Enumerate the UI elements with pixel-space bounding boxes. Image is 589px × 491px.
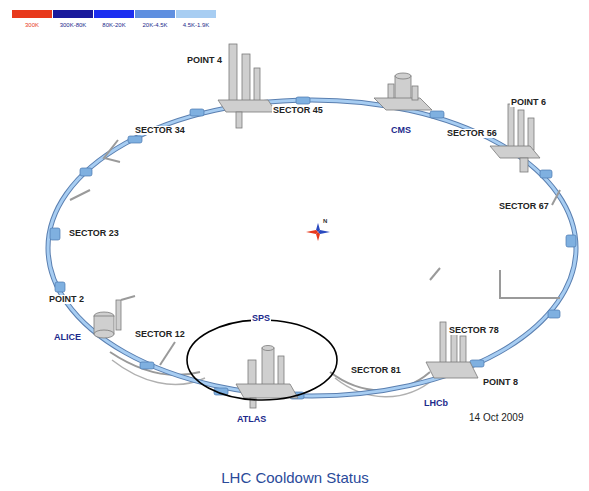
point-label: POINT 6 <box>510 98 547 107</box>
experiment-label: ATLAS <box>236 415 267 424</box>
compass-rose <box>306 223 330 241</box>
sector-label: SECTOR 78 <box>448 326 500 335</box>
point-label: POINT 4 <box>186 56 223 65</box>
date-label: 14 Oct 2009 <box>468 413 524 423</box>
compass-letter: N <box>322 218 328 224</box>
legend-swatch <box>176 10 216 18</box>
point-label: POINT 8 <box>482 378 519 387</box>
point-label: POINT 2 <box>48 295 85 304</box>
lhc-ring <box>48 100 576 396</box>
legend-swatch <box>94 10 134 18</box>
legend-swatch <box>135 10 175 18</box>
legend-text: 80K-20K <box>102 22 125 28</box>
point-structure <box>94 296 135 338</box>
sector-label: SECTOR 81 <box>350 366 402 375</box>
caption: LHC Cooldown Status <box>221 470 369 485</box>
legend-text: 300K <box>25 22 39 28</box>
legend-text: 20K-4.5K <box>142 22 167 28</box>
lhc-ring <box>48 100 576 396</box>
sector-label: SECTOR 12 <box>134 330 186 339</box>
legend-swatch <box>53 10 93 18</box>
sector-label: SECTOR 67 <box>498 202 550 211</box>
legend-text: 4.5K-1.9K <box>183 22 210 28</box>
sector-label: SECTOR 45 <box>272 106 324 115</box>
cryostat-segments <box>50 97 576 399</box>
accelerator-label: SPS <box>251 314 271 323</box>
sps-ring <box>187 320 337 400</box>
legend-swatch <box>12 10 52 18</box>
point-structure <box>374 73 432 110</box>
point-structure <box>218 44 276 128</box>
sector-label: SECTOR 34 <box>134 126 186 135</box>
legend-text: 300K-80K <box>60 22 87 28</box>
sector-label: SECTOR 56 <box>446 129 498 138</box>
experiment-label: CMS <box>390 126 412 135</box>
point-structure <box>490 104 540 172</box>
experiment-label: LHCb <box>423 399 449 408</box>
experiment-label: ALICE <box>53 333 82 342</box>
sector-label: SECTOR 23 <box>68 229 120 238</box>
